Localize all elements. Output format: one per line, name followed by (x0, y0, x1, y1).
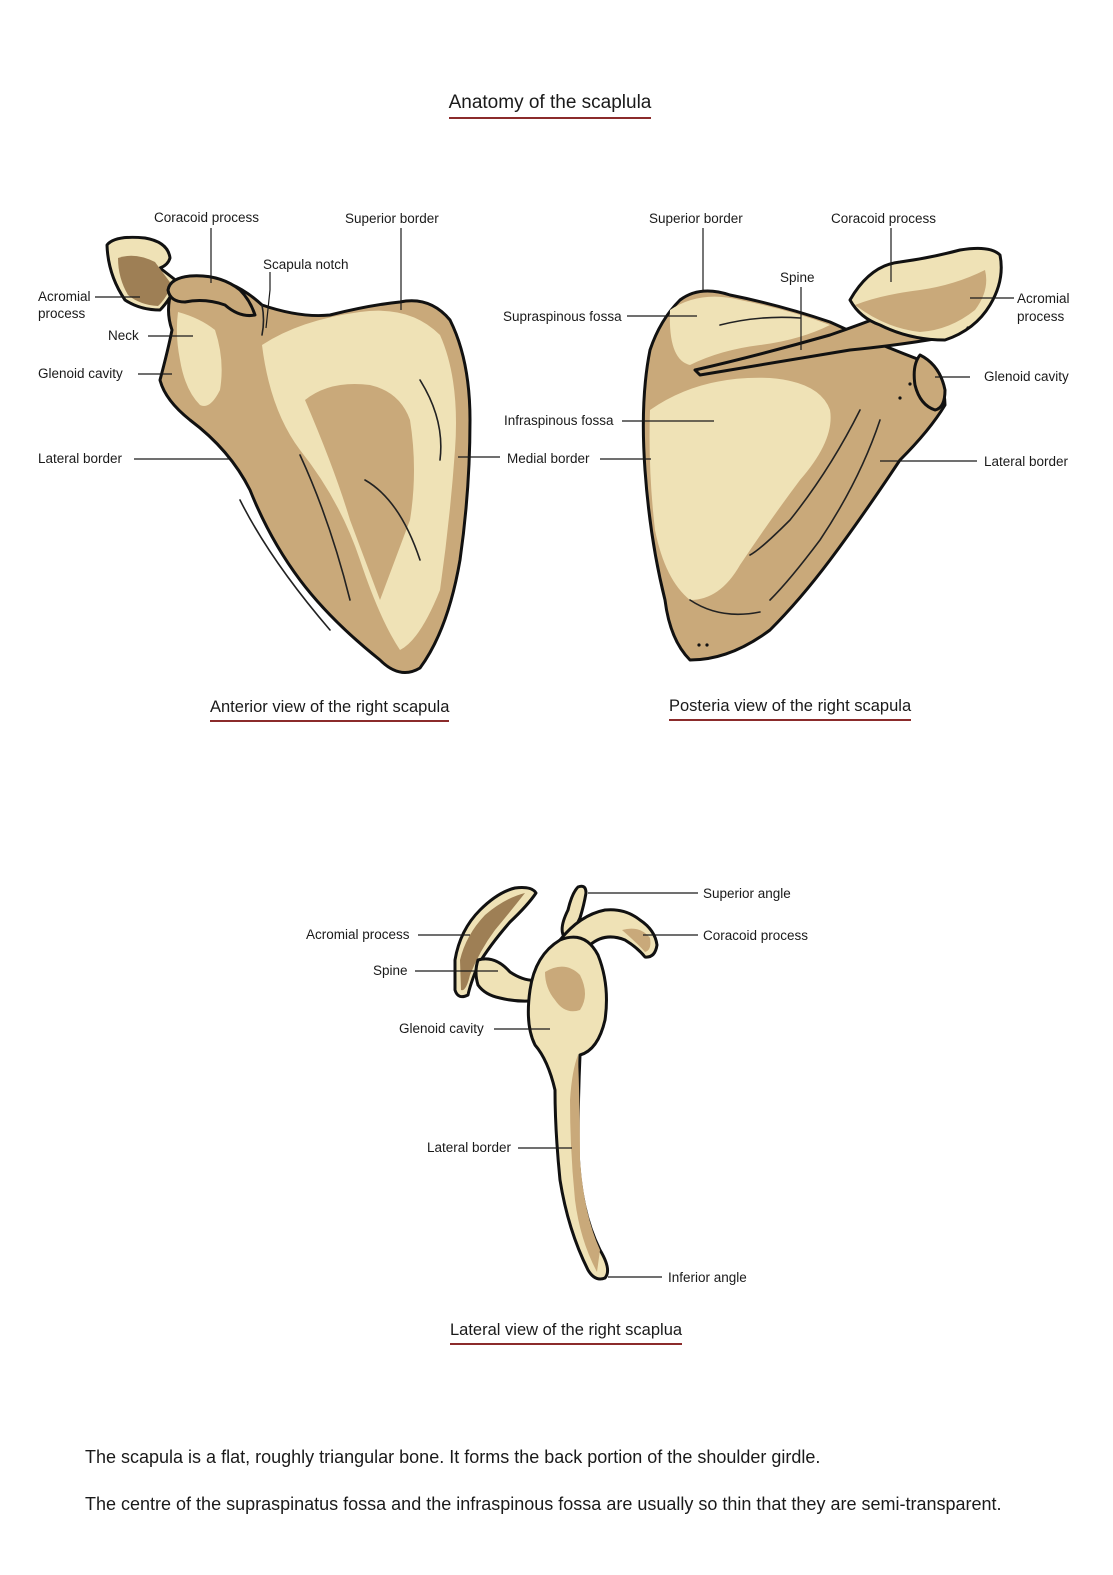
posterior-label-superior-border: Superior border (649, 211, 743, 226)
posterior-label-lateral-border: Lateral border (984, 454, 1069, 469)
posterior-label-coracoid: Coracoid process (831, 211, 936, 226)
lateral-label-acromial: Acromial process (306, 927, 410, 942)
anterior-scapula-figure (107, 237, 470, 672)
anterior-label-superior-border: Superior border (345, 211, 439, 226)
posterior-label-spine: Spine (780, 270, 815, 285)
lateral-scapula-figure (455, 886, 657, 1279)
lateral-label-inferior-angle: Inferior angle (668, 1270, 747, 1285)
lateral-label-glenoid: Glenoid cavity (399, 1021, 484, 1036)
posterior-label-infraspinous: Infraspinous fossa (504, 413, 614, 428)
posterior-scapula-figure (643, 248, 1001, 660)
lateral-label-coracoid: Coracoid process (703, 928, 808, 943)
anterior-label-glenoid: Glenoid cavity (38, 366, 123, 381)
lateral-label-superior-angle: Superior angle (703, 886, 791, 901)
anterior-caption: Anterior view of the right scapula (210, 698, 449, 717)
posterior-label-glenoid: Glenoid cavity (984, 369, 1069, 384)
anterior-label-lateral-border: Lateral border (38, 451, 123, 466)
posterior-label-supraspinous: Supraspinous fossa (503, 309, 622, 324)
anterior-label-acromial-line1: Acromial (38, 289, 91, 304)
lateral-label-lateral-border: Lateral border (427, 1140, 512, 1155)
anterior-label-scapula-notch: Scapula notch (263, 257, 349, 272)
anterior-label-coracoid: Coracoid process (154, 210, 259, 225)
anterior-label-neck: Neck (108, 328, 139, 343)
posterior-label-acromial-line1: Acromial (1017, 291, 1070, 306)
note-paragraph-2: The centre of the supraspinatus fossa an… (85, 1494, 1002, 1515)
posterior-label-acromial-line2: process (1017, 309, 1065, 324)
anterior-label-acromial-line2: process (38, 306, 86, 321)
posterior-label-medial-border: Medial border (507, 451, 590, 466)
note-paragraph-1: The scapula is a flat, roughly triangula… (85, 1447, 820, 1468)
posterior-caption: Posteria view of the right scapula (669, 697, 911, 716)
lateral-label-spine: Spine (373, 963, 408, 978)
lateral-caption: Lateral view of the right scaplua (450, 1321, 682, 1340)
